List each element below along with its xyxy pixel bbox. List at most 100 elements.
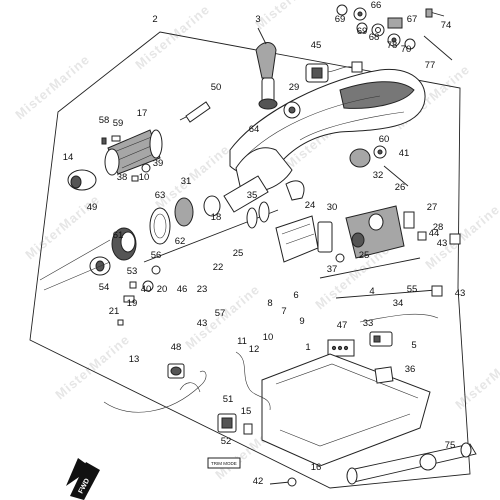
callout-57: 57 [215, 308, 226, 319]
callout-75: 75 [445, 440, 456, 451]
callout-53: 53 [127, 266, 138, 277]
callout-9: 9 [299, 316, 304, 327]
callout-27: 27 [427, 202, 438, 213]
callout-41: 41 [399, 148, 410, 159]
callout-49: 49 [87, 202, 98, 213]
callout-14: 14 [63, 152, 74, 163]
callout-58: 58 [99, 115, 110, 126]
callout-33: 33 [363, 318, 374, 329]
grip-assembly [67, 101, 211, 191]
callout-10: 10 [139, 172, 150, 183]
callout-56: 56 [151, 250, 162, 261]
callout-30: 30 [327, 202, 338, 213]
callout-69: 69 [357, 26, 368, 37]
callout-26: 26 [395, 182, 406, 193]
callout-59: 59 [113, 118, 124, 129]
trim-switch [305, 61, 363, 83]
callout-44: 44 [429, 228, 440, 239]
friction-knob [39, 227, 161, 326]
watermark-layer: MisterMarineMisterMarineMisterMarineMist… [12, 0, 500, 482]
callout-63: 63 [155, 190, 166, 201]
callout-45: 45 [311, 40, 322, 51]
callout-48: 48 [171, 342, 182, 353]
callout-60: 60 [379, 134, 390, 145]
watermark-text: MisterMarine [152, 142, 232, 213]
callout-29: 29 [289, 82, 300, 93]
handle-housing [229, 68, 426, 176]
callout-7: 7 [281, 306, 286, 317]
callout-2: 2 [152, 14, 157, 25]
callout-13: 13 [129, 354, 140, 365]
callout-16: 16 [311, 462, 322, 473]
base-plate [261, 353, 431, 467]
callout-23: 23 [197, 284, 208, 295]
callout-25: 25 [233, 248, 244, 259]
callout-40: 40 [141, 284, 152, 295]
trim-mode-text: TRIM MODE [211, 461, 237, 466]
callout-28: 28 [433, 222, 444, 233]
callout-34: 34 [393, 298, 404, 309]
callout-8: 8 [267, 298, 272, 309]
callout-24: 24 [305, 200, 316, 211]
fwd-arrow-icon: FWD [66, 458, 100, 500]
callout-55: 55 [407, 284, 418, 295]
callout-50: 50 [211, 82, 222, 93]
watermark-text: MisterMarine [12, 52, 92, 123]
callout-46: 46 [177, 284, 188, 295]
callout-43: 43 [197, 318, 208, 329]
shift-mechanism [275, 205, 461, 263]
callout-70: 70 [401, 44, 412, 55]
callout-6: 6 [293, 290, 298, 301]
callout-11: 11 [237, 336, 247, 347]
watermark-text: MisterMarine [132, 2, 212, 73]
callout-69: 69 [335, 14, 346, 25]
callout-64: 64 [249, 124, 260, 135]
callout-43: 43 [455, 288, 466, 299]
callout-17: 17 [137, 108, 148, 119]
callout-5: 5 [411, 340, 416, 351]
callout-52: 52 [221, 436, 232, 447]
callout-18: 18 [211, 212, 222, 223]
throttle-lever [255, 27, 278, 110]
callout-51: 51 [223, 394, 234, 405]
callout-3: 3 [255, 14, 260, 25]
callout-31: 31 [181, 176, 192, 187]
remote-cable [346, 442, 477, 485]
callout-39: 39 [153, 158, 164, 169]
housing-right [349, 145, 409, 187]
bolt-42 [269, 477, 297, 487]
watermark-text: MisterMarine [452, 342, 500, 413]
callout-42: 42 [253, 476, 264, 487]
lower-switches: TRIM MODE [103, 351, 271, 469]
frame-outline [29, 31, 471, 489]
watermark-text: MisterMarine [52, 332, 132, 403]
callout-21: 21 [109, 306, 120, 317]
callout-20: 20 [157, 284, 168, 295]
callout-15: 15 [241, 406, 252, 417]
callout-43: 43 [437, 238, 448, 249]
callout-77: 77 [425, 60, 436, 71]
callout-68: 68 [369, 32, 380, 43]
callout-67: 67 [407, 14, 418, 25]
callout-12: 12 [249, 344, 260, 355]
callout-19: 19 [127, 298, 138, 309]
callout-74: 74 [441, 20, 452, 31]
callout-66: 66 [371, 0, 382, 11]
upper-hardware [336, 4, 453, 61]
callout-25: 25 [359, 250, 370, 261]
callout-1: 1 [305, 342, 310, 353]
callout-35: 35 [247, 190, 258, 201]
shift-rods [319, 253, 443, 299]
callout-10: 10 [263, 332, 274, 343]
callout-54: 54 [99, 282, 110, 293]
callout-47: 47 [337, 320, 348, 331]
callout-37: 37 [327, 264, 338, 275]
callout-32: 32 [373, 170, 384, 181]
callout-4: 4 [369, 286, 374, 297]
callout-78: 78 [387, 40, 398, 51]
shaft-assembly [143, 175, 305, 263]
watermark-text: MisterMarine [252, 0, 332, 32]
